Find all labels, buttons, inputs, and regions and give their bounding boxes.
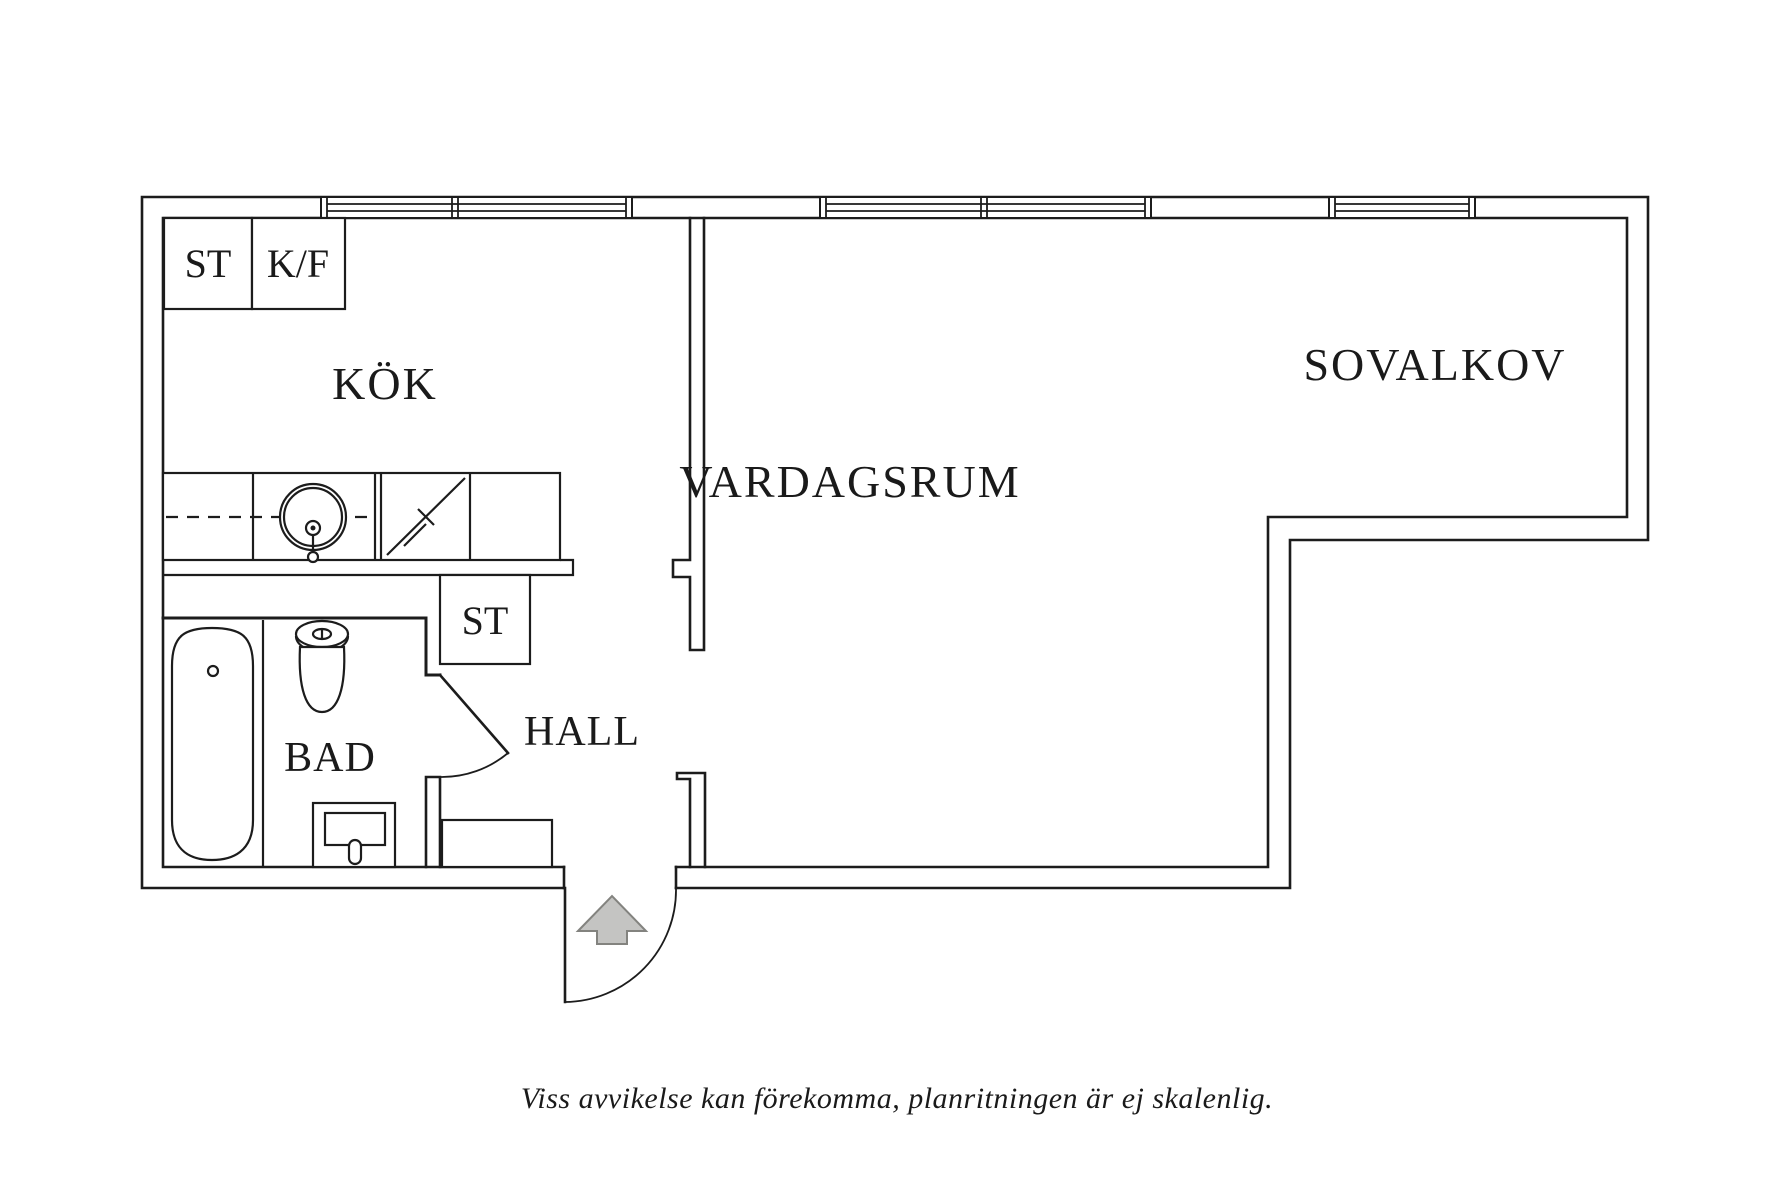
window-kitchen: [320, 196, 633, 219]
entrance-direction-arrow-icon: [575, 894, 649, 945]
label-bathroom: BAD: [284, 735, 376, 781]
window-living-room: [819, 196, 1152, 219]
label-sleeping-alcove: SOVALKOV: [1303, 339, 1566, 390]
disclaimer-caption: Viss avvikelse kan förekomma, planritnin…: [521, 1082, 1273, 1115]
label-kitchen-closet: ST: [185, 241, 232, 286]
hall-fixtures: [438, 573, 554, 869]
toilet: [294, 619, 350, 714]
counter-shelf-lip: [163, 558, 575, 577]
label-living-room: VARDAGSRUM: [679, 456, 1020, 507]
room-labels: KÖK VARDAGSRUM SOVALKOV BAD HALL ST K/F …: [185, 241, 1566, 781]
hall-wardrobe: [440, 818, 554, 869]
fridge-freezer-cabinet: [250, 216, 347, 311]
hall-storage-closet: [438, 573, 532, 666]
windows: [320, 196, 1476, 219]
bathtub-drain: [206, 664, 220, 678]
entrance-door-swing-arc: [564, 887, 677, 1003]
kitchen-tall-closet: [162, 216, 254, 311]
label-hall: HALL: [524, 709, 640, 755]
bathroom-east-wall-lower: [424, 775, 442, 869]
stove-symbol: [386, 477, 466, 556]
label-fridge-freezer: K/F: [267, 241, 329, 286]
label-hall-closet: ST: [462, 598, 509, 643]
interior-walls: [161, 216, 707, 869]
bathtub: [170, 626, 255, 862]
kitchen-fixtures: [161, 216, 575, 577]
hall-living-wall-stub: [675, 771, 707, 869]
label-kitchen: KÖK: [332, 358, 438, 409]
kitchen-living-wall: [671, 216, 706, 652]
bathroom-door: [438, 673, 510, 778]
doors: [438, 673, 677, 1004]
bathroom-door-swing-arc: [439, 752, 509, 778]
entrance-door: [563, 886, 677, 1004]
bathroom-door-leaf: [438, 673, 510, 755]
exterior-walls: [140, 195, 1650, 890]
inner-wall-outline: [161, 216, 1629, 869]
kitchen-sink: [278, 482, 348, 564]
washbasin: [311, 801, 397, 869]
bathroom-east-wall-upper: [424, 616, 442, 677]
bathroom-fixtures: [170, 619, 397, 869]
outer-wall-outline: [140, 195, 1650, 890]
window-alcove: [1328, 196, 1476, 219]
